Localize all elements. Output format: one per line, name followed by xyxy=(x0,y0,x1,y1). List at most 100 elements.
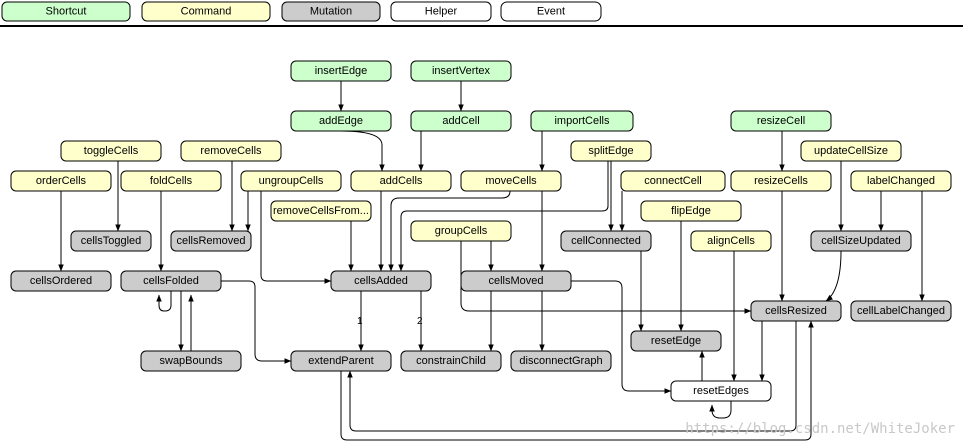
node-splitEdge-label: splitEdge xyxy=(588,145,633,157)
node-swapBounds-label: swapBounds xyxy=(160,355,223,367)
node-toggleCells[interactable]: toggleCells xyxy=(60,140,162,162)
node-extendParent-box xyxy=(290,350,392,372)
node-cellLabelChanged[interactable]: cellLabelChanged xyxy=(850,300,952,322)
node-ungroupCells[interactable]: ungroupCells xyxy=(240,170,342,192)
node-importCells[interactable]: importCells xyxy=(530,110,634,132)
node-removeCells[interactable]: removeCells xyxy=(180,140,282,162)
legend-mutation-label: Mutation xyxy=(310,6,352,18)
node-moveCells-label: moveCells xyxy=(485,175,537,187)
legend-mutation-swatch xyxy=(281,1,381,22)
node-resetEdges[interactable]: resetEdges xyxy=(670,380,772,402)
edge-addEdge-addCells xyxy=(340,130,385,172)
node-insertEdge-label: insertEdge xyxy=(315,65,368,77)
node-cellsAdded-label: cellsAdded xyxy=(354,275,408,287)
legend-helper-label: Helper xyxy=(425,6,458,18)
node-ungroupCells-label: ungroupCells xyxy=(259,175,324,187)
edges xyxy=(58,81,925,441)
node-cellsOrdered[interactable]: cellsOrdered xyxy=(10,270,112,292)
node-insertVertex[interactable]: insertVertex xyxy=(410,60,512,82)
node-cellSizeUpdated[interactable]: cellSizeUpdated xyxy=(810,230,912,252)
node-resizeCells[interactable]: resizeCells xyxy=(730,170,832,192)
node-addCells-box xyxy=(350,170,452,192)
node-cellsToggled-box xyxy=(70,230,152,252)
legend-command: Command xyxy=(141,1,271,22)
node-labelChanged[interactable]: labelChanged xyxy=(850,170,952,192)
node-disconnectGraph[interactable]: disconnectGraph xyxy=(510,350,612,372)
node-insertVertex-box xyxy=(410,60,512,82)
node-addEdge[interactable]: addEdge xyxy=(290,110,392,132)
node-resizeCell[interactable]: resizeCell xyxy=(730,110,832,132)
node-insertVertex-label: insertVertex xyxy=(432,65,491,77)
node-cellsMoved[interactable]: cellsMoved xyxy=(460,270,572,292)
node-flipEdge[interactable]: flipEdge xyxy=(640,200,742,222)
node-swapBounds[interactable]: swapBounds xyxy=(140,350,242,372)
node-alignCells-label: alignCells xyxy=(707,235,755,247)
watermark-text: https://blog.csdn.net/WhiteJoker xyxy=(685,421,955,437)
legend-mutation: Mutation xyxy=(281,1,381,22)
legend-helper-swatch xyxy=(390,1,492,22)
node-removeCellsFrom-label: removeCellsFrom... xyxy=(273,205,369,217)
node-cellsFolded[interactable]: cellsFolded xyxy=(120,270,222,292)
edge-cellSizeUpdated-cellsResized xyxy=(825,250,842,302)
node-foldCells-box xyxy=(120,170,222,192)
node-cellConnected-label: cellConnected xyxy=(571,235,641,247)
node-splitEdge-box xyxy=(570,140,652,162)
node-extendParent-label: extendParent xyxy=(308,355,373,367)
node-addEdge-box xyxy=(290,110,392,132)
node-cellLabelChanged-label: cellLabelChanged xyxy=(857,305,945,317)
node-resetEdge[interactable]: resetEdge xyxy=(630,330,722,352)
node-foldCells-label: foldCells xyxy=(150,175,193,187)
node-constrainChild-label: constrainChild xyxy=(416,355,486,367)
legend-command-swatch xyxy=(141,1,271,22)
node-toggleCells-box xyxy=(60,140,162,162)
node-removeCellsFrom-box xyxy=(270,200,372,222)
legend-event: Event xyxy=(500,1,602,22)
node-addCell[interactable]: addCell xyxy=(410,110,512,132)
node-flipEdge-label: flipEdge xyxy=(671,205,711,217)
node-groupCells-box xyxy=(410,220,512,242)
edge-moveCells-cellsAdded xyxy=(388,190,511,272)
node-resizeCells-box xyxy=(730,170,832,192)
node-cellsToggled-label: cellsToggled xyxy=(81,235,142,247)
edge-resetEdges-self xyxy=(709,401,732,419)
legend-shortcut-label: Shortcut xyxy=(46,6,87,18)
legend: Shortcut Command Mutation Helper Event xyxy=(1,1,602,22)
edge-splitEdge-cellsAdded xyxy=(398,161,609,272)
node-cellsMoved-label: cellsMoved xyxy=(488,275,543,287)
node-alignCells-box xyxy=(690,230,772,252)
legend-event-label: Event xyxy=(537,6,565,18)
node-toggleCells-label: toggleCells xyxy=(84,145,139,157)
node-foldCells[interactable]: foldCells xyxy=(120,170,222,192)
node-updateCellSize[interactable]: updateCellSize xyxy=(800,140,902,162)
node-insertEdge[interactable]: insertEdge xyxy=(290,60,392,82)
node-addCells-label: addCells xyxy=(380,175,423,187)
node-removeCellsFrom[interactable]: removeCellsFrom... xyxy=(270,200,372,222)
node-splitEdge[interactable]: splitEdge xyxy=(570,140,652,162)
node-constrainChild[interactable]: constrainChild xyxy=(400,350,502,372)
node-orderCells[interactable]: orderCells xyxy=(10,170,112,192)
node-extendParent[interactable]: extendParent xyxy=(290,350,392,372)
node-addEdge-label: addEdge xyxy=(319,115,363,127)
node-cellsRemoved[interactable]: cellsRemoved xyxy=(170,230,252,252)
node-disconnectGraph-box xyxy=(510,350,612,372)
node-groupCells[interactable]: groupCells xyxy=(410,220,512,242)
node-updateCellSize-box xyxy=(800,140,902,162)
node-cellLabelChanged-box xyxy=(850,300,952,322)
node-addCell-label: addCell xyxy=(442,115,479,127)
node-cellConnected[interactable]: cellConnected xyxy=(560,230,652,252)
node-cellsResized-box xyxy=(750,300,842,322)
node-cellsAdded-box xyxy=(330,270,432,292)
node-resizeCell-box xyxy=(730,110,832,132)
edge-extendParent-cellsResized xyxy=(340,320,814,441)
node-resetEdges-label: resetEdges xyxy=(693,385,749,397)
node-alignCells[interactable]: alignCells xyxy=(690,230,772,252)
node-cellsResized[interactable]: cellsResized xyxy=(750,300,842,322)
node-moveCells[interactable]: moveCells xyxy=(460,170,562,192)
node-cellsFolded-label: cellsFolded xyxy=(143,275,199,287)
node-connectCell[interactable]: connectCell xyxy=(620,170,726,192)
node-cellsAdded[interactable]: cellsAdded xyxy=(330,270,432,292)
node-addCells[interactable]: addCells xyxy=(350,170,452,192)
node-cellsToggled[interactable]: cellsToggled xyxy=(70,230,152,252)
node-swapBounds-box xyxy=(140,350,242,372)
node-cellsRemoved-box xyxy=(170,230,252,252)
